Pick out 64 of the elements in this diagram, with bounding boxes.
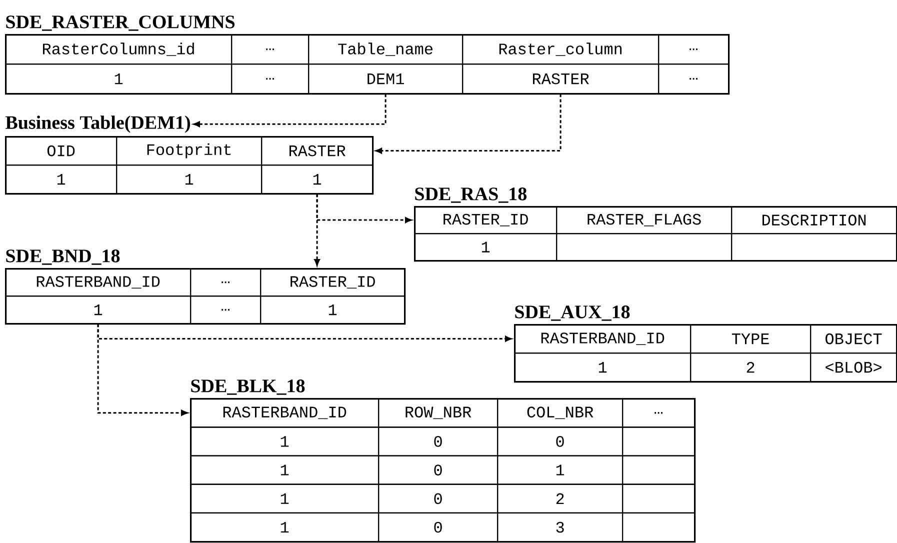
empty-cell: [731, 233, 897, 262]
table-cell: 0: [378, 512, 498, 542]
table-cell: RASTER_ID: [414, 206, 558, 234]
table-cell: RASTER_FLAGS: [556, 206, 732, 234]
table-cell: 1: [190, 484, 380, 514]
node-label: Business Table(DEM1): [6, 116, 190, 133]
node-label: SDE_RASTER_COLUMNS: [6, 16, 235, 31]
table-cell: …: [658, 64, 730, 94]
table-cell: 1: [190, 512, 380, 542]
table-cell: …: [231, 34, 310, 65]
table-cell: 3: [497, 512, 624, 542]
arrow: [314, 194, 320, 266]
table-cell: RASTERBAND_ID: [514, 324, 692, 354]
table-cell: 1: [116, 164, 262, 194]
empty-cell: [622, 455, 696, 485]
table-cell: RASTER_ID: [260, 268, 406, 297]
table-cell: Footprint: [116, 136, 262, 166]
table-cell: 1: [261, 164, 374, 194]
table-cell: OBJECT: [810, 324, 897, 354]
table-cell: 1: [260, 296, 406, 324]
table-cell: 1: [5, 296, 192, 324]
table-cell: …: [190, 296, 262, 324]
table-cell: OID: [5, 136, 118, 166]
node-label: SDE_BND_18: [6, 250, 120, 265]
table-cell: RASTERBAND_ID: [190, 398, 380, 428]
arrow: [97, 324, 188, 416]
table-cell: 1: [5, 164, 118, 194]
table-cell: Raster_column: [462, 34, 660, 65]
empty-cell: [556, 233, 732, 262]
table-cell: <BLOB>: [810, 352, 897, 382]
table-cell: ROW_NBR: [378, 398, 498, 428]
table-cell: …: [190, 268, 262, 297]
table-cell: COL_NBR: [497, 398, 624, 428]
table-cell: 2: [690, 352, 812, 382]
arrow: [375, 94, 562, 154]
table-cell: …: [658, 34, 730, 65]
table-cell: 1: [414, 233, 558, 262]
table-cell: …: [231, 64, 310, 94]
table-cell: 1: [497, 455, 624, 485]
table-cell: RASTERBAND_ID: [5, 268, 192, 297]
table-cell: 1: [514, 352, 692, 382]
table-cell: TYPE: [690, 324, 812, 354]
table-cell: 1: [5, 64, 232, 94]
table-cell: RASTER: [462, 64, 660, 94]
table-cell: RasterColumns_id: [5, 34, 232, 65]
empty-cell: [622, 426, 696, 456]
table-cell: DEM1: [308, 64, 464, 94]
table-cell: 0: [497, 426, 624, 456]
empty-cell: [622, 484, 696, 514]
arrow: [193, 94, 386, 128]
table-cell: DESCRIPTION: [731, 206, 897, 234]
table-cell: Table_name: [308, 34, 464, 65]
table-cell: RASTER: [261, 136, 374, 166]
table-cell: 0: [378, 426, 498, 456]
table-cell: 0: [378, 484, 498, 514]
table-cell: 0: [378, 455, 498, 485]
table-cell: 1: [190, 455, 380, 485]
node-label: SDE_AUX_18: [515, 306, 630, 321]
table-cell: …: [622, 398, 696, 428]
table-cell: 2: [497, 484, 624, 514]
node-label: SDE_RAS_18: [415, 188, 527, 203]
node-label: SDE_BLK_18: [191, 380, 305, 395]
empty-cell: [622, 512, 696, 542]
table-cell: 1: [190, 426, 380, 456]
